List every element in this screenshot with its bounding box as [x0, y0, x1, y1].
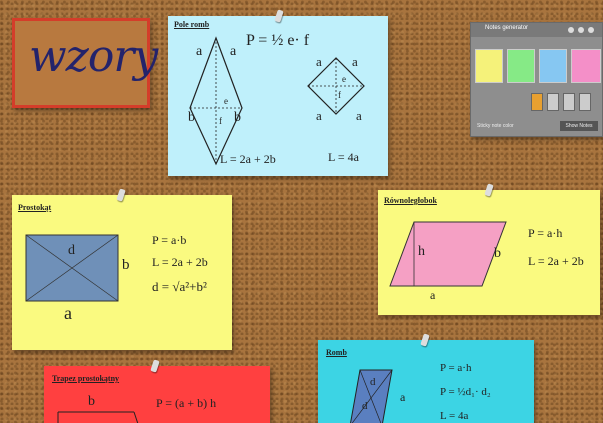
rectangle-diagram: [25, 234, 119, 302]
note-rownoleglobok[interactable]: Równoległobok h b a P = a·h L = 2a + 2b: [378, 183, 600, 315]
romb-label-a5: a: [316, 108, 322, 123]
rownoleglobok-area: P = a·h: [528, 226, 563, 240]
romb2-label-d1: d: [370, 376, 376, 388]
romb-label-b1: b: [188, 110, 195, 125]
note-title: Pole romb: [174, 20, 210, 29]
romb-label-a2: a: [230, 44, 237, 59]
notes-tool-palette[interactable]: Notes generator Sticky note color Show N…: [470, 22, 603, 137]
note-prostokat[interactable]: Prostokąt d b a P = a·b L = 2a + 2b d = …: [12, 188, 232, 350]
romb2-area2: P = ½d₁· d₂: [440, 386, 491, 398]
romb-label-e: e: [224, 96, 228, 106]
romb-label-f2: f: [338, 90, 341, 100]
rownoleglobok-perimeter: L = 2a + 2b: [528, 254, 584, 268]
romb-label-a4: a: [352, 54, 358, 69]
pin-icon: [116, 188, 126, 202]
rownoleglobok-label-b: b: [494, 246, 501, 261]
maximize-icon[interactable]: [578, 27, 584, 33]
romb2-perimeter: L = 4a: [440, 410, 469, 422]
rhombus-diagram: [350, 369, 393, 423]
trapezoid-diagram: [57, 411, 139, 423]
prostokat-diagonal: d = √a²+b²: [152, 279, 207, 294]
prostokat-label-d: d: [68, 243, 75, 258]
paste-icon[interactable]: [563, 93, 575, 111]
romb-label-a3: a: [316, 54, 322, 69]
palette-title: Notes generator: [485, 25, 529, 31]
trapez-label-b: b: [88, 394, 95, 409]
palette-footer-text: Sticky note color: [477, 123, 514, 129]
pin-icon: [420, 333, 430, 347]
pin-icon: [484, 183, 494, 197]
note-romb[interactable]: Pole romb a a b b e f P = ½ e· f L = 2a …: [168, 9, 388, 176]
note-title: Równoległobok: [384, 196, 437, 205]
rownoleglobok-label-h: h: [418, 244, 425, 259]
swatch-green[interactable]: [507, 49, 535, 83]
note-title: Trapez prostokątny: [52, 374, 120, 383]
trapez-area: P = (a + b) h: [156, 396, 217, 410]
delete-icon[interactable]: [579, 93, 591, 111]
swatch-pink[interactable]: [571, 49, 601, 83]
romb2-label-d2: d: [362, 400, 368, 412]
swatch-blue[interactable]: [539, 49, 567, 83]
romb-area-formula: P = ½ e· f: [246, 32, 310, 49]
prostokat-label-a: a: [64, 303, 72, 323]
romb-label-e2: e: [342, 74, 346, 84]
romb2-area: P = a·h: [440, 362, 472, 374]
minimize-icon[interactable]: [568, 27, 574, 33]
note-title: Prostokąt: [18, 203, 52, 212]
title-text: wzory: [29, 31, 158, 82]
palette-header[interactable]: Notes generator: [471, 23, 602, 37]
copy-icon[interactable]: [547, 93, 559, 111]
romb-label-a6: a: [356, 108, 362, 123]
romb-label-b2: b: [234, 110, 241, 125]
swatch-yellow[interactable]: [475, 49, 503, 83]
show-notes-button[interactable]: Show Notes: [560, 121, 598, 131]
prostokat-label-b: b: [122, 257, 130, 273]
prostokat-area: P = a·b: [152, 233, 187, 247]
romb-perimeter-right: L = 4a: [328, 150, 359, 164]
rownoleglobok-label-a: a: [430, 288, 436, 302]
pen-icon[interactable]: [531, 93, 543, 111]
note-romb-2[interactable]: Romb d d a P = a·h P = ½d₁· d₂ L = 4a: [318, 333, 534, 423]
close-icon[interactable]: [588, 27, 594, 33]
title-card: wzory: [12, 18, 158, 108]
romb-label-a1: a: [196, 44, 203, 59]
parallelogram-diagram: [389, 221, 507, 287]
pin-icon: [150, 359, 160, 373]
prostokat-perimeter: L = 2a + 2b: [152, 255, 208, 269]
note-trapez[interactable]: Trapez prostokątny b P = (a + b) h: [44, 359, 270, 423]
romb-perimeter-left: L = 2a + 2b: [220, 152, 276, 166]
romb-label-f: f: [219, 116, 222, 126]
rhombus-left-diagram: [189, 36, 365, 166]
romb2-label-a: a: [400, 390, 406, 404]
note-title: Romb: [326, 348, 347, 357]
